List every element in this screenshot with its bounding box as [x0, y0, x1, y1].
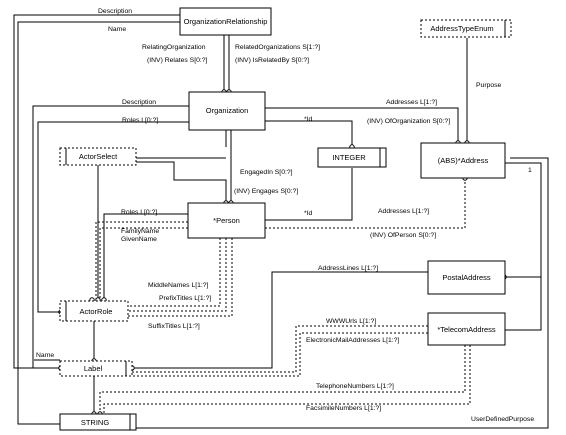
label-related-organizations: RelatedOrganizations S[1:?]	[235, 44, 320, 51]
label-description-org: Description	[122, 99, 156, 106]
line-actor-select-person	[136, 161, 227, 203]
label-telephone-numbers: TelephoneNumbers L[1:?]	[316, 383, 394, 390]
line-middle-names	[128, 238, 221, 307]
label-addresses-org: Addresses L[1:?]	[386, 99, 437, 106]
entity-label: Label	[84, 364, 103, 373]
entity-string[interactable]: STRING	[59, 413, 137, 431]
label-www-urls: WWWUrls L[1:?]	[326, 318, 376, 325]
line-email	[132, 332, 428, 377]
line-prefix-titles	[128, 238, 227, 312]
label-inv-engages: (INV) Engages S[0:?]	[234, 188, 298, 195]
entity-address[interactable]: (ABS)*Address	[420, 142, 506, 179]
line-telephone	[99, 345, 466, 414]
entity-telecom-address[interactable]: *TelecomAddress	[427, 312, 506, 346]
label-electronic-mail-addresses: ElectronicMailAddresses L[1:?]	[306, 337, 399, 344]
entity-postal-address[interactable]: PostalAddress	[427, 260, 506, 295]
label-inv-is-related-by: (INV) IsRelatedBy S[0:?]	[235, 57, 309, 64]
label-inv-relates: (INV) Relates S[0:?]	[147, 57, 208, 64]
label-engaged-in: EngagedIn S[0:?]	[240, 169, 293, 176]
label-purpose: Purpose	[476, 82, 502, 89]
label-inv-of-organization: (INV) OfOrganization S[0:?]	[367, 118, 450, 125]
connection-lines	[13, 14, 549, 429]
line-id-org	[265, 120, 353, 147]
label-roles-org: Roles L[0:?]	[122, 117, 158, 124]
label-addresses-person: Addresses L[1:?]	[378, 208, 429, 215]
line-address-lines	[132, 271, 428, 369]
line-address-supertype	[504, 162, 542, 331]
line-given-name	[99, 227, 188, 300]
label-description-top: Description	[98, 8, 132, 15]
label-name-label: Name	[36, 352, 54, 359]
entity-label: *Person	[213, 216, 240, 225]
label-address-lines: AddressLines L[1:?]	[318, 265, 378, 272]
entity-integer[interactable]: INTEGER	[317, 147, 387, 168]
entity-label: Organization	[206, 106, 249, 115]
line-description-org	[32, 105, 189, 369]
line-facsimile	[103, 345, 471, 414]
entity-label: ActorSelect	[79, 152, 118, 161]
label-given-name: GivenName	[121, 236, 157, 243]
line-addresses-person	[265, 178, 466, 229]
entity-label: *TelecomAddress	[437, 325, 496, 334]
entity-label: OrganizationRelationship	[184, 17, 268, 26]
line-id-person	[265, 168, 353, 221]
label-roles-person: Roles L[0:?]	[121, 209, 157, 216]
entity-actor-role[interactable]: ActorRole	[59, 300, 129, 322]
label-facsimile-numbers: FacsimileNumbers L[1:?]	[306, 405, 381, 412]
line-name-top	[17, 21, 180, 425]
label-family-name: FamilyName	[121, 228, 159, 235]
entity-organization-relationship[interactable]: OrganizationRelationship	[179, 7, 272, 36]
line-addresses-org	[265, 107, 459, 143]
label-user-defined-purpose: UserDefinedPurpose	[471, 416, 534, 423]
line-suffix-titles	[128, 238, 233, 317]
entity-label: INTEGER	[332, 153, 366, 162]
label-suffix-titles: SuffixTitles L[1:?]	[148, 323, 200, 330]
line-www-urls	[132, 325, 428, 373]
entity-label-type[interactable]: Label	[59, 360, 133, 377]
relation-labels: Description Name RelatingOrganization (I…	[36, 8, 534, 423]
entity-address-type-enum[interactable]: AddressTypeEnum	[420, 19, 512, 38]
line-roles-person	[103, 213, 188, 300]
label-supertype-count: 1	[528, 167, 532, 174]
entity-person[interactable]: *Person	[187, 202, 266, 239]
label-id-org: *Id	[304, 116, 313, 123]
label-relating-organization: RelatingOrganization	[142, 44, 206, 51]
label-middle-names: MiddleNames L[1:?]	[148, 282, 209, 289]
label-inv-of-person: (INV) OfPerson S[0:?]	[370, 232, 436, 239]
entity-label: PostalAddress	[442, 273, 491, 282]
entity-label: STRING	[81, 418, 110, 427]
entity-organization[interactable]: Organization	[188, 91, 266, 131]
entity-label: AddressTypeEnum	[430, 24, 493, 33]
label-name-top: Name	[108, 26, 126, 33]
line-user-defined-purpose	[136, 157, 549, 429]
entity-label: (ABS)*Address	[438, 156, 489, 165]
line-roles-org	[37, 121, 189, 313]
line-family-name	[95, 221, 188, 300]
label-id-person: *Id	[304, 210, 313, 217]
entity-label: ActorRole	[80, 307, 113, 316]
label-prefix-titles: PrefixTitles L[1:?]	[159, 295, 211, 302]
entity-actor-select[interactable]: ActorSelect	[59, 147, 137, 166]
